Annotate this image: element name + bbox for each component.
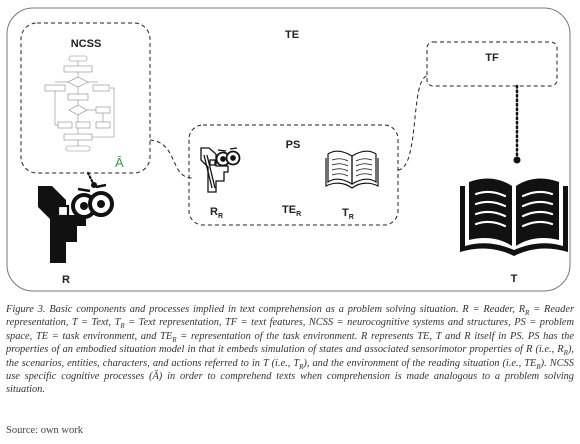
tf-label: TF: [485, 52, 499, 64]
source-note: Source: own work: [6, 425, 83, 436]
reader-label: R: [62, 274, 70, 286]
task-environment-representation-label: TER: [282, 204, 301, 218]
diagram: TE NCSS Ā: [6, 7, 571, 292]
text-representation-label: TR: [342, 207, 354, 221]
te-label: TE: [285, 29, 299, 41]
text-label: T: [511, 273, 518, 285]
connector-dot: [91, 182, 97, 188]
text-representation-icon: [325, 150, 379, 189]
ps-label: PS: [286, 139, 301, 151]
reader-representation-icon: [200, 147, 241, 193]
ncss-to-ps-connector: [149, 139, 193, 179]
problem-space-box: [188, 124, 399, 226]
task-environment-box: [6, 7, 571, 292]
reader-representation-label: RR: [210, 206, 223, 220]
connector-dot: [513, 156, 521, 164]
text-features-box: [426, 41, 558, 87]
reader-icon: [38, 183, 114, 263]
ps-to-tf-connector: [397, 75, 428, 171]
ncss-flowchart: [44, 55, 115, 152]
text-representation-sub: R: [349, 214, 354, 221]
reader-representation-sub: R: [218, 213, 223, 220]
text-book-icon: [460, 178, 568, 256]
cognitive-processes-label: Ā: [115, 155, 124, 170]
figure-caption: Figure 3. Basic components and processes…: [6, 304, 574, 396]
ncss-to-reader-connector: [86, 171, 95, 185]
ncss-label: NCSS: [71, 38, 102, 50]
task-environment-representation-sub: R: [296, 211, 301, 218]
